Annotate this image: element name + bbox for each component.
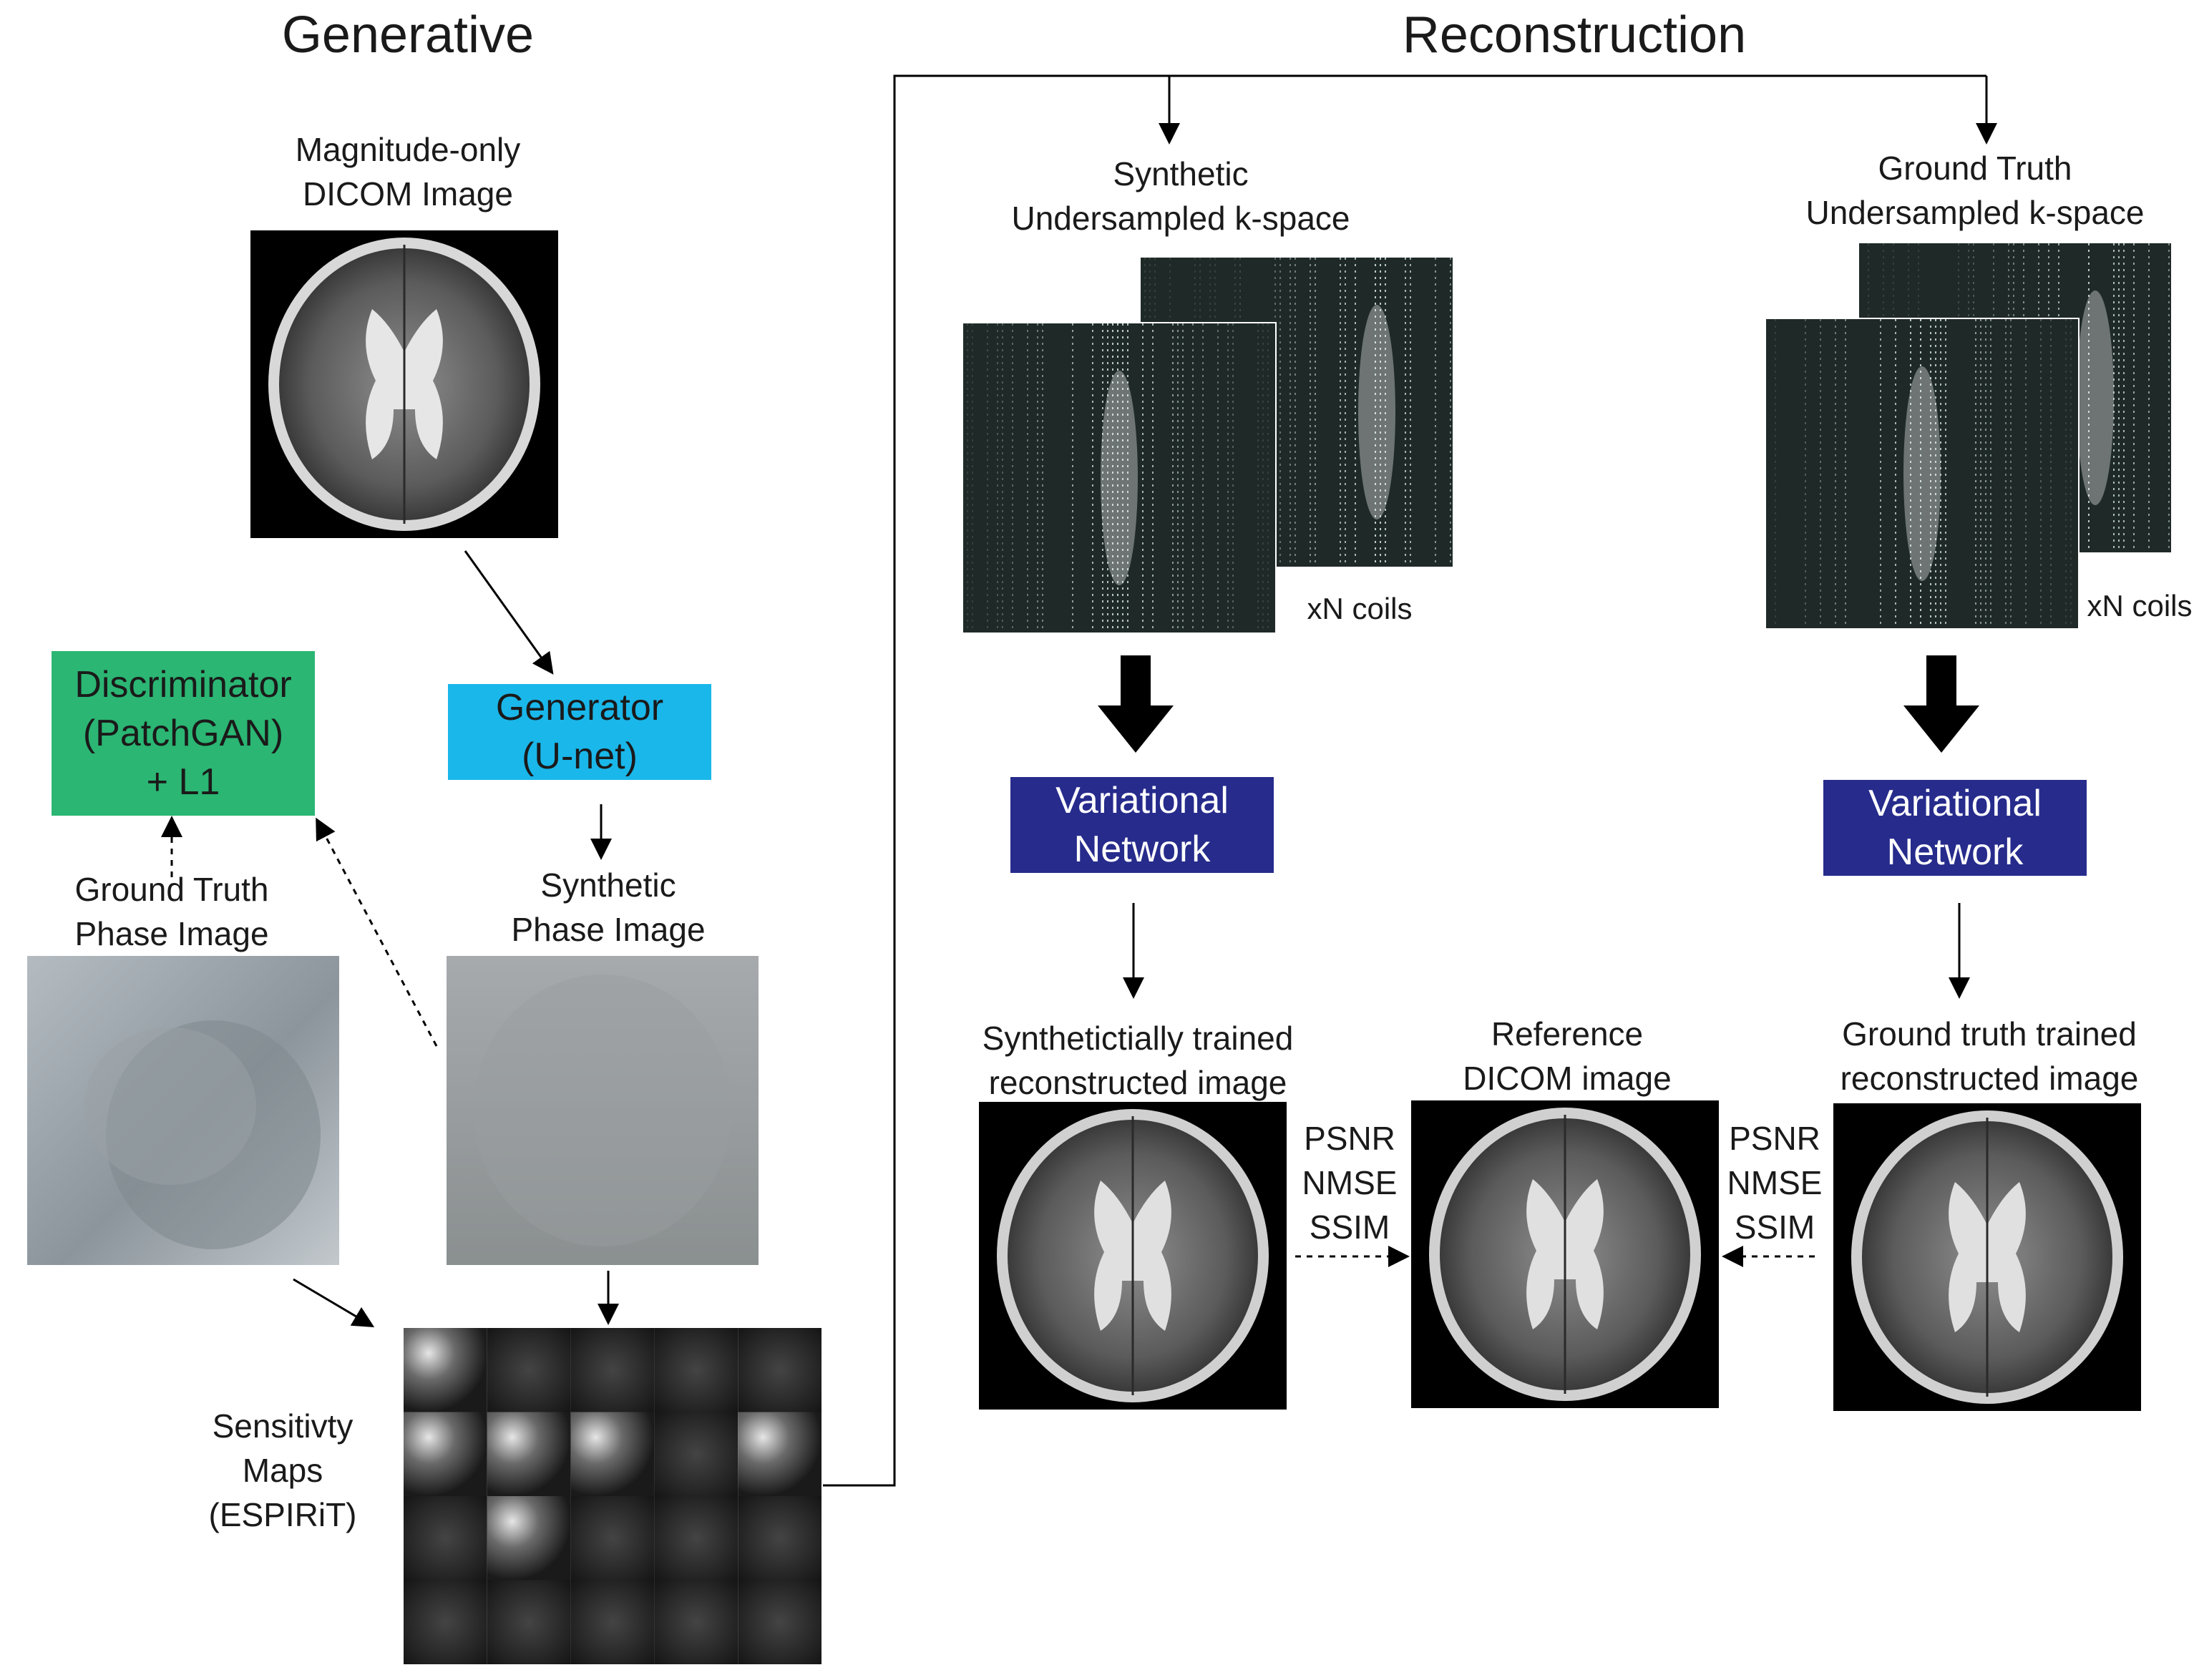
reconstruction-title: Reconstruction	[1402, 6, 1747, 64]
coil-map-cell	[738, 1580, 821, 1664]
coil-map-cell	[487, 1412, 571, 1496]
coil-map-cell	[404, 1328, 487, 1412]
coils-label-right: xN coils	[2087, 589, 2193, 622]
coil-map-cell	[738, 1496, 821, 1581]
coil-map-cell	[570, 1496, 655, 1581]
coil-map-cell	[570, 1328, 655, 1412]
connector-maps-to-reconstruction	[823, 74, 1986, 1487]
coil-map-cell	[404, 1496, 487, 1581]
sensitivity-maps-grid	[404, 1328, 821, 1664]
coil-map-cell	[654, 1328, 738, 1412]
magnitude-dicom-image	[250, 230, 558, 538]
coil-map-cell	[738, 1412, 821, 1496]
discriminator-box: Discriminator(PatchGAN)+ L1	[52, 651, 315, 816]
synthetic-recon-image	[979, 1102, 1287, 1410]
generator-box: Generator(U-net)	[448, 684, 711, 780]
reference-dicom-image	[1411, 1100, 1719, 1408]
coil-map-cell	[487, 1496, 571, 1581]
synthetic-kspace-front	[962, 322, 1277, 634]
arrow-synthetic-to-discriminator	[316, 817, 438, 1047]
gt-phase-image	[27, 956, 339, 1265]
coil-map-cell	[570, 1580, 655, 1664]
coil-map-cell	[570, 1412, 655, 1496]
coil-map-cell	[487, 1580, 571, 1664]
gt-recon-image	[1833, 1103, 2141, 1411]
block-arrow-right	[1903, 655, 1979, 753]
arrow-gt-phase-to-maps	[293, 1278, 375, 1328]
coil-map-cell	[654, 1580, 738, 1664]
generative-title: Generative	[281, 6, 535, 64]
coils-label-left: xN coils	[1307, 592, 1413, 625]
coil-map-cell	[487, 1328, 571, 1412]
synthetic-phase-image	[447, 956, 759, 1265]
coil-map-cell	[654, 1496, 738, 1581]
coil-map-cell	[404, 1412, 487, 1496]
arrow-dicom-to-generator	[464, 550, 554, 675]
coil-map-cell	[404, 1580, 487, 1664]
coil-map-cell	[654, 1412, 738, 1496]
coil-map-cell	[738, 1328, 821, 1412]
gt-kspace-front	[1765, 318, 2080, 630]
block-arrow-left	[1098, 655, 1174, 753]
